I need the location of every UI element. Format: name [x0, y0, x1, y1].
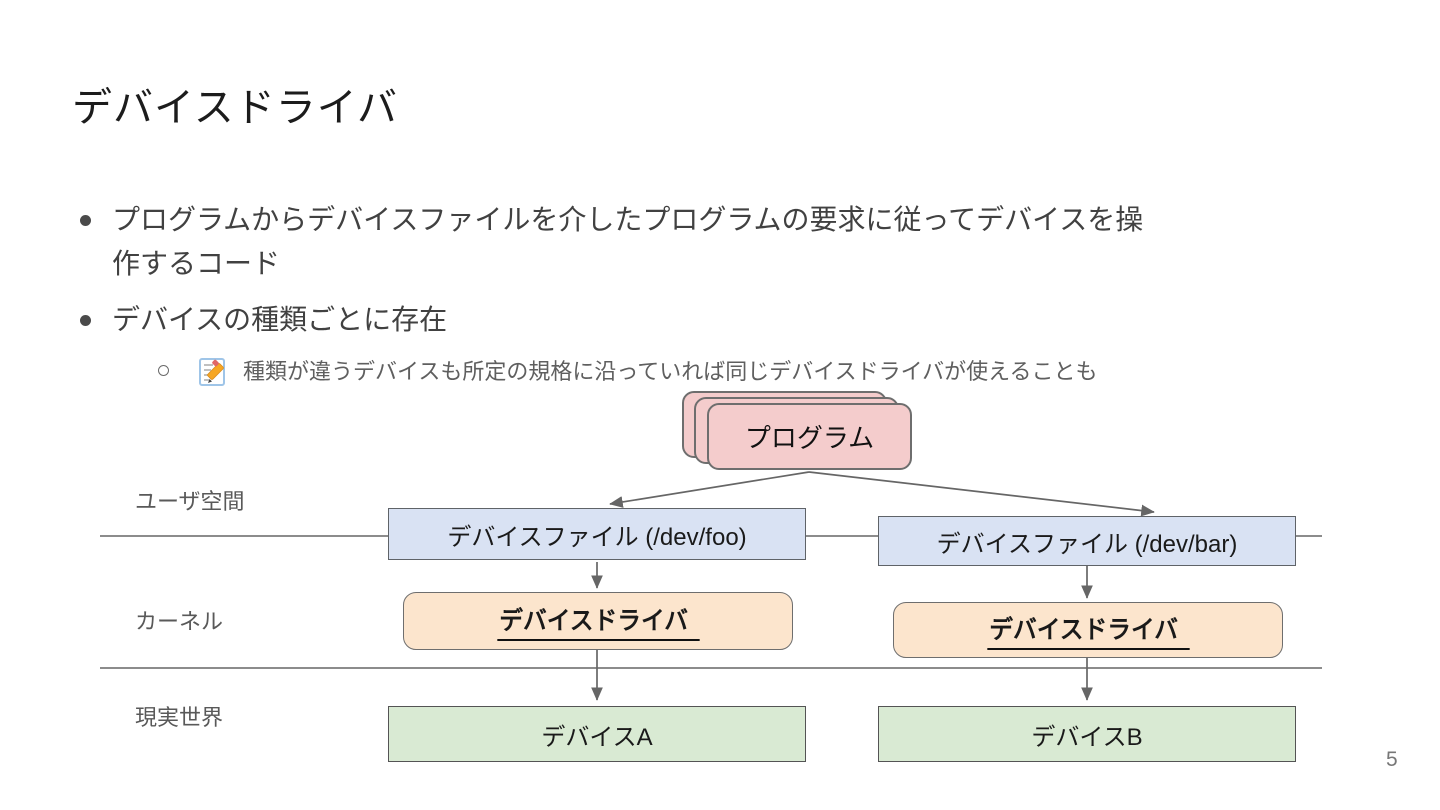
- list-item: デバイスの種類ごとに存在: [78, 298, 1153, 342]
- device-file-bar-label: デバイスファイル (/dev/bar): [936, 530, 1238, 558]
- bullet-dot-icon: [80, 315, 91, 326]
- device-driver-a-label: デバイスドライバ: [496, 601, 700, 641]
- memo-pencil-icon: [199, 358, 225, 386]
- list-item: 種類が違うデバイスも所定の規格に沿っていれば同じデバイスドライバが使えることも: [78, 354, 1153, 390]
- sub-bullet-circle-icon: [158, 365, 169, 376]
- device-a-label: デバイスA: [541, 723, 653, 751]
- device-driver-a-box: デバイスドライバ: [403, 592, 793, 650]
- device-driver-b-box: デバイスドライバ: [893, 602, 1283, 658]
- device-b-box: デバイスB: [878, 706, 1296, 762]
- bullet-text: プログラムからデバイスファイルを介したプログラムの要求に従ってデバイスを操作する…: [112, 204, 1144, 279]
- region-label-real-world: 現実世界: [135, 705, 224, 730]
- program-label: プログラム: [744, 423, 875, 453]
- device-b-label: デバイスB: [1031, 723, 1143, 751]
- bullet-dot-icon: [80, 215, 91, 226]
- arrow-program-to-devfile-foo: [609, 471, 810, 508]
- device-a-box: デバイスA: [388, 706, 806, 762]
- region-label-kernel: カーネル: [135, 609, 224, 634]
- device-file-bar-box: デバイスファイル (/dev/bar): [878, 516, 1296, 566]
- page-title: デバイスドライバ: [72, 86, 398, 130]
- arrow-program-to-devfile-bar: [808, 471, 1155, 517]
- device-file-foo-box: デバイスファイル (/dev/foo): [388, 508, 806, 560]
- program-box: プログラム: [707, 403, 912, 470]
- device-file-foo-label: デバイスファイル (/dev/foo): [447, 523, 747, 551]
- sub-bullet-text: 種類が違うデバイスも所定の規格に沿っていれば同じデバイスドライバが使えることも: [243, 359, 1098, 384]
- region-label-user-space: ユーザ空間: [135, 489, 245, 514]
- device-driver-b-label: デバイスドライバ: [986, 610, 1190, 650]
- bullet-text: デバイスの種類ごとに存在: [112, 304, 448, 335]
- page-number: 5: [1386, 748, 1398, 771]
- bullet-list: プログラムからデバイスファイルを介したプログラムの要求に従ってデバイスを操作する…: [78, 198, 1153, 390]
- list-item: プログラムからデバイスファイルを介したプログラムの要求に従ってデバイスを操作する…: [78, 198, 1153, 286]
